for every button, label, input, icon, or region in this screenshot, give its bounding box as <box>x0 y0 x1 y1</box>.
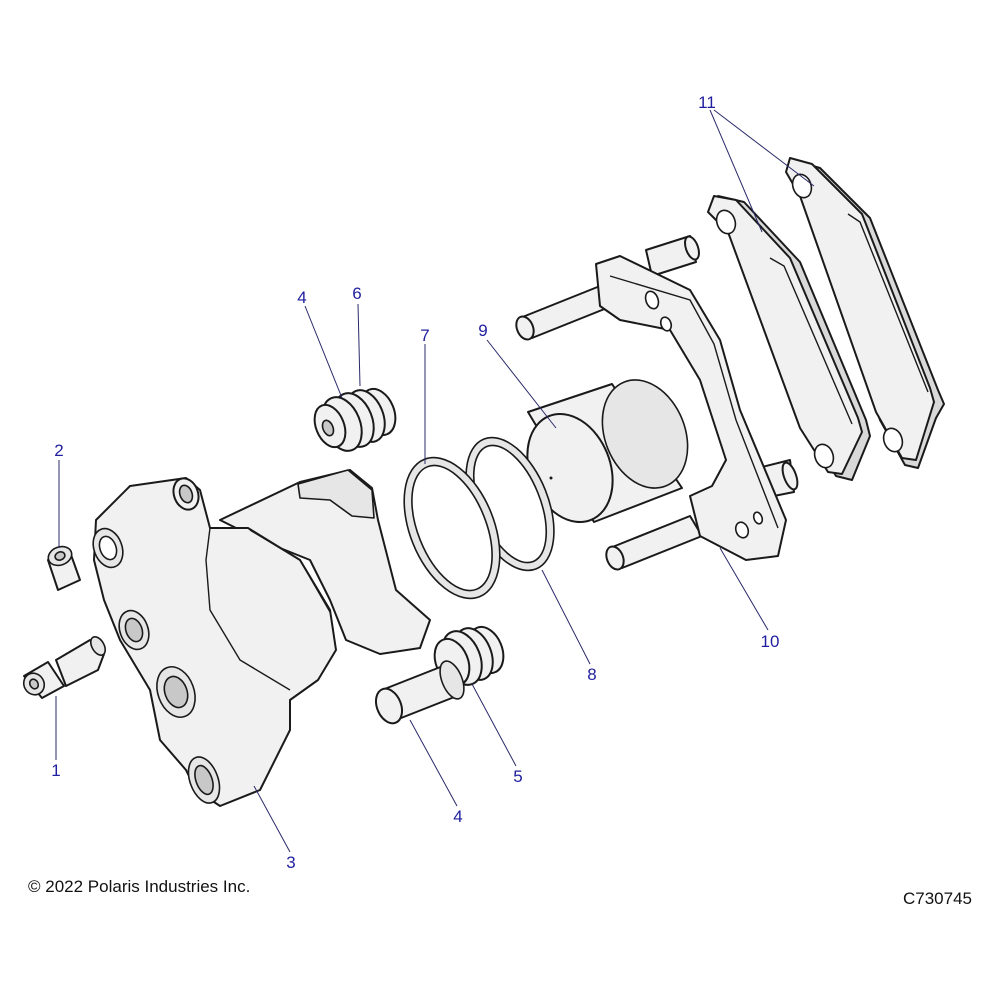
leader-11b <box>713 109 815 187</box>
leader-11a <box>709 109 763 233</box>
callout-5: 5 <box>513 767 522 786</box>
callout-4-upper: 4 <box>297 288 306 307</box>
callout-10: 10 <box>761 632 780 651</box>
part-upper-boot <box>313 387 397 452</box>
figure-id-label: C730745 <box>902 889 972 908</box>
part-piston <box>526 379 689 524</box>
callout-4-lower: 4 <box>453 807 462 826</box>
part-bleeder-screw <box>22 636 107 699</box>
leader-8 <box>541 569 591 665</box>
leader-4b <box>409 719 458 807</box>
part-caliper-body <box>92 469 431 807</box>
callout-labels: 1 2 3 4 4 5 6 7 8 9 10 11 <box>51 93 779 872</box>
part-brake-pad-outer <box>785 157 945 469</box>
callout-2: 2 <box>54 441 63 460</box>
leader-3 <box>253 785 291 853</box>
copyright-notice: © 2022 Polaris Industries Inc. <box>28 877 251 896</box>
leader-9 <box>486 339 557 429</box>
callout-7: 7 <box>420 326 429 345</box>
part-brake-pad-inner <box>707 195 871 481</box>
part-guide-pin-lower <box>374 660 465 725</box>
callout-1: 1 <box>51 761 60 780</box>
leader-10 <box>719 547 769 631</box>
leader-5 <box>471 683 517 767</box>
part-bleeder-cap <box>47 545 81 591</box>
leader-6 <box>357 303 361 387</box>
callout-11: 11 <box>698 93 716 112</box>
callout-6: 6 <box>352 284 361 303</box>
part-caliper-bracket <box>515 235 799 571</box>
leader-lines <box>55 109 815 853</box>
leader-4a <box>304 305 343 399</box>
callout-9: 9 <box>478 321 487 340</box>
part-seal-ring-7 <box>403 456 501 600</box>
callout-3: 3 <box>286 853 295 872</box>
callout-8: 8 <box>587 665 596 684</box>
